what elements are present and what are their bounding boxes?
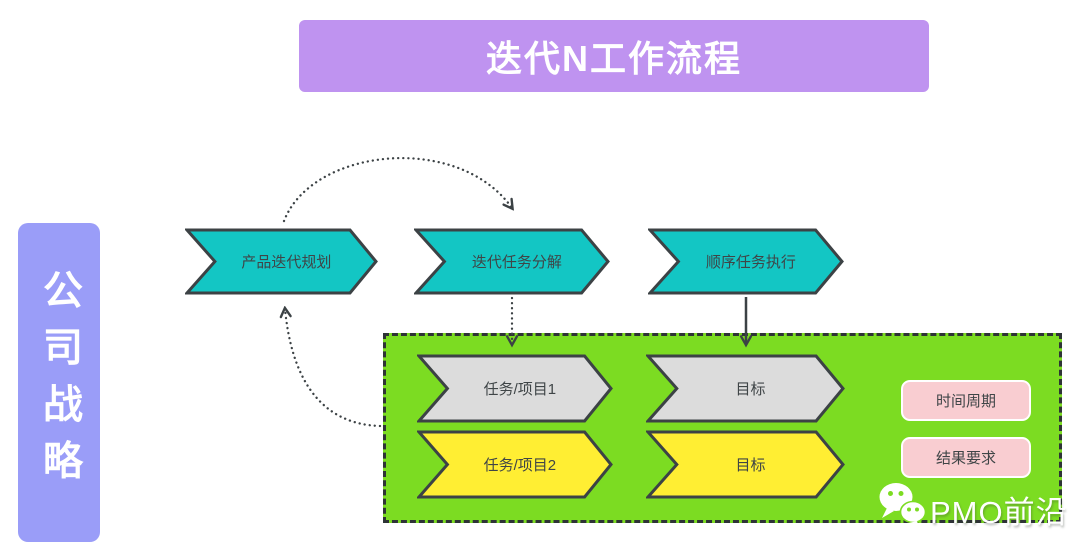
chevron-shape (414, 228, 610, 295)
chevron-shape (646, 430, 845, 499)
task-item-label: 任务/项目2 (483, 457, 557, 474)
loop-back-connector (285, 309, 382, 428)
goal-item-label: 目标 (735, 381, 766, 398)
task-item-label: 任务/项目1 (483, 381, 557, 398)
title-banner: 迭代N工作流程 (299, 20, 929, 92)
page-title: 迭代N工作流程 (486, 38, 742, 79)
task-item-1: 任务/项目1 (417, 354, 613, 423)
goal-item-2: 目标 (646, 430, 845, 499)
task-item-2: 任务/项目2 (417, 430, 613, 499)
time-period-label: 时间周期 (935, 393, 996, 410)
flow-step-label: 顺序任务执行 (705, 254, 796, 271)
chevron-shape (185, 228, 378, 295)
chevron-shape (417, 430, 613, 499)
flow-step-label: 产品迭代规划 (241, 254, 332, 271)
company-strategy-label: 公司战略 (37, 268, 81, 497)
chevron-shape (648, 228, 844, 295)
flow-step-product-iteration-planning: 产品迭代规划 (185, 228, 378, 295)
chevron-shape (417, 354, 613, 423)
loop-forward-connector (282, 156, 512, 223)
wechat-icon (879, 483, 927, 531)
time-period-card: 时间周期 (901, 380, 1031, 421)
result-requirement-card: 结果要求 (901, 437, 1031, 478)
company-strategy-bar: 公司战略 (18, 223, 100, 542)
chevron-shape (646, 354, 845, 423)
flow-step-label: 迭代任务分解 (471, 254, 562, 271)
goal-item-1: 目标 (646, 354, 845, 423)
flow-step-sequential-task-execution: 顺序任务执行 (648, 228, 844, 295)
flow-step-iteration-task-breakdown: 迭代任务分解 (414, 228, 610, 295)
watermark-label: PMO前沿 (930, 495, 1068, 530)
result-requirement-label: 结果要求 (935, 450, 996, 467)
goal-item-label: 目标 (735, 457, 766, 474)
